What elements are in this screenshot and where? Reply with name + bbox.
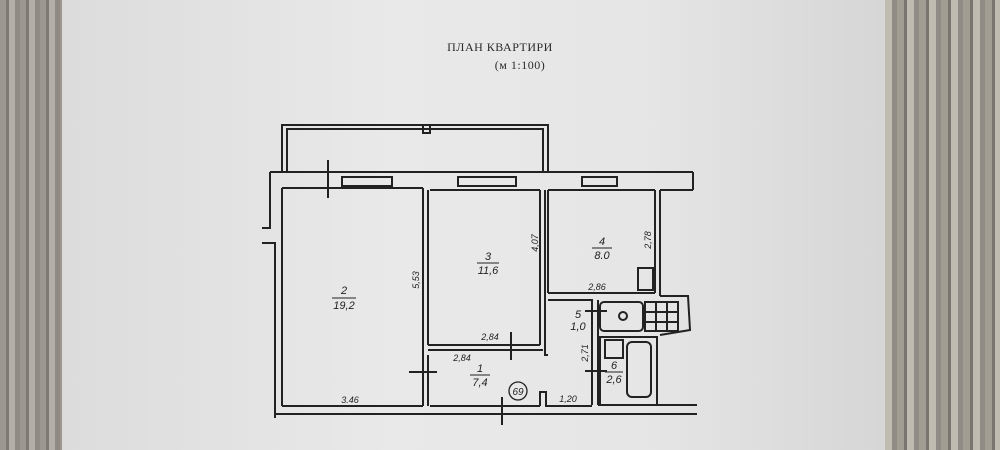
dim-corridor-width: 2,84: [452, 353, 471, 363]
dim-room2-width: 3.46: [341, 395, 359, 405]
room-1-area: 7,4: [472, 377, 487, 389]
room-4-number: 4: [599, 236, 605, 248]
room-labels: 2 19,2 3 11,6 4 8.0 5 1,0 1 7,4 6 2,6: [332, 236, 623, 389]
room-4-area: 8.0: [594, 250, 610, 262]
room-6-area: 2,6: [605, 374, 622, 386]
room-2-number: 2: [340, 285, 347, 297]
dim-room4-width: 2,86: [587, 282, 606, 292]
dim-room3-height: 4,07: [530, 233, 540, 252]
plan-title: ПЛАН КВАРТИРИ: [447, 40, 553, 54]
walls: [262, 124, 697, 425]
wooden-surface-left: [0, 0, 70, 450]
room-3-area: 11,6: [478, 265, 499, 277]
dim-corridor-end: 1,20: [559, 394, 577, 404]
room-5-area: 1,0: [570, 321, 586, 333]
room-5-number: 5: [575, 309, 582, 321]
room-1-number: 1: [477, 363, 483, 375]
room-3-number: 3: [485, 251, 492, 263]
wooden-surface-right: [875, 0, 1000, 450]
apartment-number-circle: [508, 381, 528, 401]
dim-room3-width: 2,84: [480, 332, 499, 342]
dim-bath-height: 2,71: [580, 344, 590, 363]
dim-room2-height: 5,53: [411, 271, 421, 289]
dim-room4-height: 2,78: [643, 231, 653, 250]
room-2-area: 19,2: [333, 300, 354, 312]
plan-scale: (м 1:100): [494, 58, 546, 72]
apartment-number: 69: [512, 387, 524, 398]
room-6-number: 6: [611, 360, 618, 372]
dimension-labels: 5,53 3.46 4,07 2,84 2,78 2,86 2,84 1,20 …: [341, 231, 653, 405]
